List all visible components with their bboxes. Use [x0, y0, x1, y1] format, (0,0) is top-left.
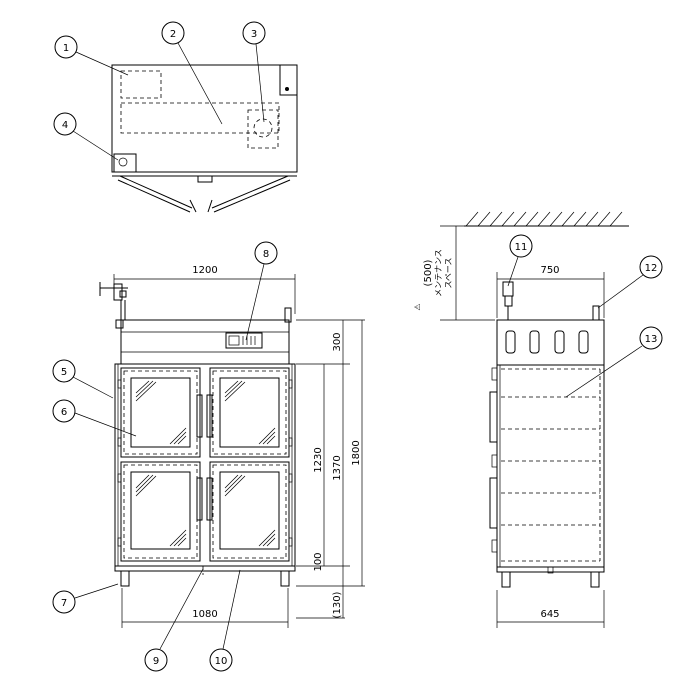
maintenance-label: メンテナンス	[434, 249, 443, 297]
svg-text:7: 7	[61, 598, 67, 609]
plan-door-right	[213, 179, 291, 213]
plan-center-post	[197, 175, 213, 183]
side-leg-front	[501, 571, 511, 588]
side-leg-rear	[590, 571, 600, 588]
callout-2: 2	[161, 21, 223, 125]
leg-left	[120, 570, 130, 587]
glass-upper-right	[219, 377, 280, 448]
dim-front-inner-width: 1080	[192, 609, 217, 620]
svg-text:5: 5	[61, 367, 67, 378]
side-dimensions: 750 645 ⚠ (500) メンテナンス スペース	[413, 249, 605, 628]
callout-12: 12	[597, 255, 663, 309]
svg-text:10: 10	[215, 656, 228, 667]
svg-text:13: 13	[645, 334, 658, 345]
shelves	[501, 396, 600, 526]
vent-slots	[505, 330, 589, 354]
callout-9: 9	[144, 568, 204, 672]
dim-side-base-depth: 645	[540, 609, 559, 620]
dim-front-width: 1200	[192, 265, 217, 276]
handle-lower-left	[196, 477, 203, 521]
svg-text:9: 9	[153, 656, 159, 667]
dim-base-height: 100	[313, 552, 324, 571]
side-handle-upper	[489, 391, 498, 443]
maintenance-label-2: スペース	[444, 257, 453, 288]
svg-text:4: 4	[62, 120, 68, 131]
plan-control-box	[279, 64, 298, 96]
plan-compressor-outline	[120, 70, 162, 99]
plan-handle-right	[207, 199, 213, 213]
handle-upper-left	[196, 394, 203, 438]
svg-text:3: 3	[251, 29, 257, 40]
callout-1: 1	[54, 35, 129, 76]
dim-maintenance-space: (500)	[423, 259, 434, 286]
door-lower-right	[209, 461, 290, 562]
svg-text:12: 12	[645, 263, 658, 274]
plan-door-right-b	[211, 175, 289, 209]
callout-3: 3	[242, 21, 266, 123]
side-handle-lower	[489, 477, 498, 529]
plan-outline	[111, 64, 298, 173]
plan-door-left-b	[119, 175, 193, 209]
glass-upper-left	[130, 377, 191, 448]
plan-duct-outline	[120, 102, 280, 134]
svg-text:6: 6	[61, 407, 67, 418]
dim-total-height: 1800	[351, 440, 362, 465]
plan-outlet-circle	[118, 157, 128, 167]
callout-10: 10	[209, 569, 241, 672]
callout-7: 7	[52, 583, 119, 614]
ceiling-hatch	[465, 211, 623, 227]
dim-top-section: 300	[332, 332, 343, 351]
svg-text:8: 8	[263, 249, 269, 260]
plan-control-dot	[285, 87, 289, 91]
plan-view	[111, 64, 298, 213]
dim-cabinet-height: 1370	[332, 455, 343, 480]
front-view	[99, 282, 296, 587]
svg-text:2: 2	[170, 29, 176, 40]
front-top-section	[120, 319, 290, 365]
door-upper-right	[209, 367, 290, 458]
dim-side-depth: 750	[540, 265, 559, 276]
callout-13: 13	[565, 326, 663, 398]
door-lower-left	[120, 461, 201, 562]
dim-door-height: 1230	[313, 447, 324, 472]
side-cabinet	[496, 364, 605, 568]
handle-upper-right	[206, 394, 213, 438]
callout-4: 4	[53, 112, 119, 161]
callout-8: 8	[245, 241, 278, 341]
handle-lower-right	[206, 477, 213, 521]
side-view	[440, 211, 629, 588]
plan-outlet-box	[113, 153, 137, 173]
front-dimensions: 1200 1080 300 1230 100 1370 1800 (130)	[113, 265, 365, 628]
door-upper-left	[120, 367, 201, 458]
plan-fan-outline	[253, 118, 273, 138]
dim-leg-height: (130)	[332, 591, 343, 618]
warning-symbol: ⚠	[413, 303, 422, 310]
glass-lower-left	[130, 471, 191, 550]
callout-6: 6	[52, 399, 137, 437]
plan-unit-outline	[247, 109, 279, 149]
svg-text:11: 11	[515, 242, 528, 253]
callout-11: 11	[507, 234, 533, 287]
control-panel	[225, 332, 263, 349]
svg-text:1: 1	[63, 43, 69, 54]
plan-door-left	[117, 179, 191, 213]
glass-lower-right	[219, 471, 280, 550]
callout-5: 5	[52, 359, 114, 399]
leg-right	[280, 570, 290, 587]
plan-handle-left	[189, 199, 197, 213]
